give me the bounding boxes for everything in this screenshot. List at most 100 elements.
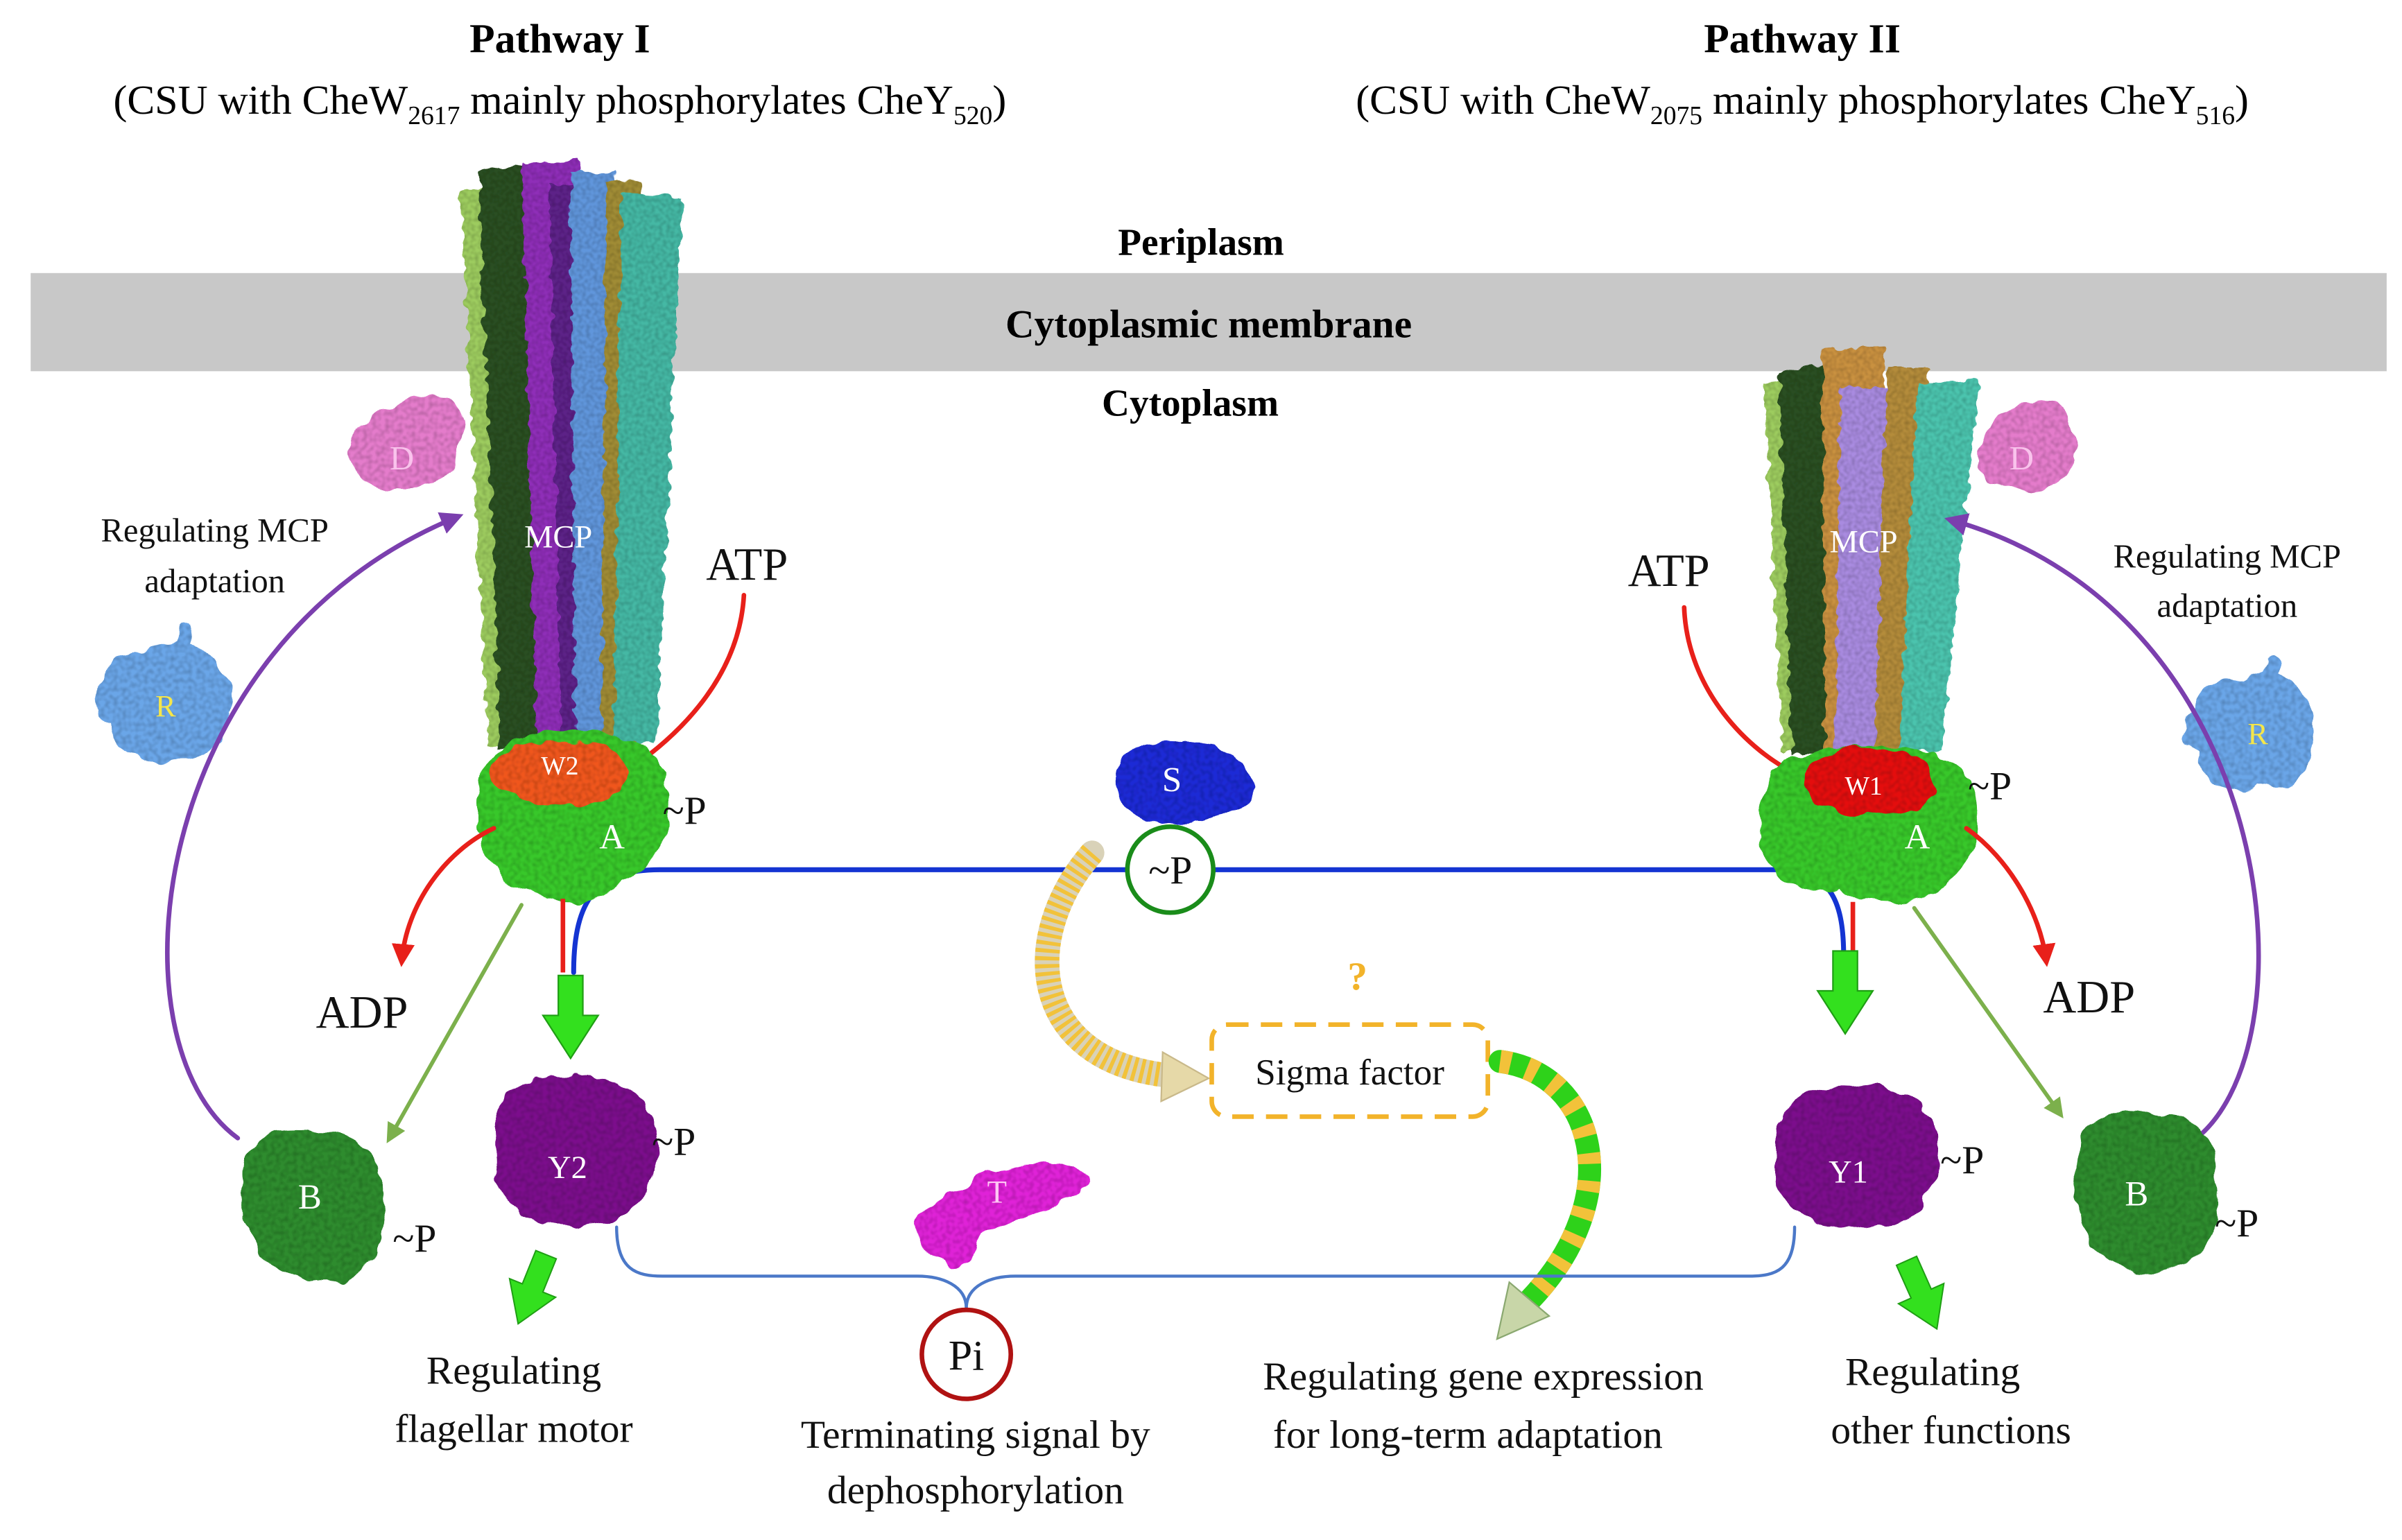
mcp-bundle-right (1763, 346, 1979, 758)
right-adaptation-label-line-2: adaptation (2157, 587, 2298, 624)
pathway-2-chew-subscript: 2075 (1650, 101, 1702, 130)
chey-y1-label: Y1 (1829, 1155, 1868, 1191)
atp-right-arrow (1682, 605, 1800, 777)
pathway-2-chey-subscript: 516 (2196, 101, 2235, 130)
pathway-1-subtitle: (CSU with CheW2617 mainly phosphorylates… (114, 77, 1007, 130)
pathway-2-subtitle: (CSU with CheW2075 mainly phosphorylates… (1356, 77, 2249, 130)
flagellar-motor-label-line-2: flagellar motor (395, 1407, 632, 1451)
dephospho-left-line (615, 1225, 968, 1310)
t-protein (917, 1163, 1092, 1267)
chea-right-phospho: ~P (1968, 765, 2012, 808)
adp-left-arrow (391, 826, 496, 967)
s-phospho-circle (1125, 824, 1216, 915)
chey-y2-phospho: ~P (652, 1121, 695, 1164)
pi-label: Pi (949, 1332, 985, 1379)
chew-left-protein (493, 742, 627, 806)
cheb-left-label: B (298, 1178, 322, 1217)
other-functions-label-line-2: other functions (1831, 1409, 2071, 1453)
pathway-1-chew-subscript: 2617 (408, 101, 460, 130)
green-arrow-other-functions (1895, 1255, 1945, 1331)
s-protein (1116, 741, 1258, 824)
pathway-1-header: Pathway I (CSU with CheW2617 mainly phos… (114, 15, 1007, 130)
cheb-left-protein (241, 1130, 385, 1283)
periplasm-label: Periplasm (1118, 220, 1284, 263)
s-to-sigma-arrowhead (1160, 1050, 1211, 1103)
chea-left-label: A (599, 817, 625, 856)
left-adaptation-label-line-1: Regulating MCP (101, 512, 328, 549)
mcp-left-strand-7 (613, 193, 683, 743)
pathway-1-subtitle-suffix: ) (992, 77, 1006, 123)
t-protein-label: T (987, 1175, 1007, 1210)
mcp-left-label: MCP (524, 520, 592, 555)
adaptation-left-arrow (165, 512, 464, 1141)
mcp-bundle-left (460, 159, 683, 749)
s-to-sigma-hatched-arrow (1035, 840, 1211, 1103)
pi-circle (919, 1307, 1014, 1401)
pathway-1-subtitle-prefix: (CSU with CheW (114, 77, 408, 123)
pathway-2-subtitle-suffix: ) (2235, 77, 2249, 123)
chew-right-label: W1 (1844, 772, 1882, 801)
green-arrow-to-y1 (1816, 950, 1874, 1036)
adp-right-label: ADP (2043, 972, 2135, 1023)
chea-to-cheb-right-arrow (1912, 906, 2064, 1119)
dephosphorylation-label-line-1: Terminating signal by (801, 1413, 1150, 1457)
atp-right-label: ATP (1628, 546, 1710, 596)
pathway-1-subtitle-middle: mainly phosphorylates CheY (460, 77, 953, 123)
chea-right-label: A (1905, 817, 1930, 856)
green-arrow-to-y2 (542, 974, 600, 1060)
dephosphorylation-label-line-2: dephosphorylation (827, 1469, 1124, 1512)
pathway-1-title: Pathway I (469, 15, 650, 61)
mcp-right-strand-2 (1779, 365, 1835, 755)
atp-left-arrow (639, 593, 747, 763)
chew-left-label: W2 (541, 752, 578, 781)
s-phospho-label: ~P (1148, 849, 1192, 892)
ched-left-label: D (390, 440, 414, 477)
chew-right-protein (1806, 747, 1936, 815)
sigma-arrowhead (1496, 1281, 1551, 1341)
sigma-question-mark: ? (1347, 955, 1367, 998)
sigma-arrow-stripes (1498, 1050, 1601, 1309)
sigma-factor-label: Sigma factor (1255, 1053, 1444, 1093)
cheb-right-phospho: ~P (2215, 1202, 2258, 1245)
ched-right-label: D (2010, 440, 2034, 477)
ched-right-protein (1978, 401, 2077, 490)
chea-to-cheb-left-arrow (386, 903, 524, 1143)
cher-right-label: R (2247, 717, 2268, 751)
cheb-right-protein (2074, 1112, 2219, 1272)
pathway-2-title: Pathway II (1704, 15, 1901, 61)
flagellar-motor-label-line-1: Regulating (426, 1349, 601, 1392)
chey-y2-label: Y2 (548, 1150, 587, 1186)
cher-left-label: R (155, 689, 176, 723)
pathway-2-header: Pathway II (CSU with CheW2075 mainly pho… (1356, 15, 2249, 130)
sigma-factor-box (1209, 1022, 1490, 1119)
sigma-arrow-body (1488, 1050, 1601, 1313)
s-to-sigma-arrow-hatching (1035, 845, 1168, 1088)
gene-expression-label-line-1: Regulating gene expression (1263, 1355, 1704, 1399)
pathway-2-subtitle-prefix: (CSU with CheW (1356, 77, 1650, 123)
adp-left-label: ADP (316, 987, 408, 1038)
mcp-right-label: MCP (1830, 524, 1898, 560)
cytoplasm-label: Cytoplasm (1102, 382, 1279, 424)
s-protein-label: S (1162, 761, 1182, 799)
atp-left-label: ATP (706, 539, 788, 590)
chea-left-phospho: ~P (663, 789, 707, 833)
cheb-right-label: B (2125, 1175, 2148, 1214)
adaptation-right-arrow (1944, 513, 2261, 1145)
ched-left-protein (348, 395, 463, 490)
cheb-left-phospho: ~P (392, 1217, 436, 1261)
membrane-band (31, 272, 2387, 372)
other-functions-label-line-1: Regulating (1845, 1351, 2020, 1394)
chey-y2-protein (493, 1075, 657, 1226)
left-adaptation-label-line-2: adaptation (144, 562, 285, 600)
chey-y1-phospho: ~P (1940, 1139, 1984, 1182)
green-arrow-flagellar-motor (508, 1249, 558, 1325)
s-signal-line (571, 867, 1847, 976)
pathway-1-chey-subscript: 520 (953, 101, 992, 130)
chey-y1-protein (1775, 1084, 1937, 1229)
right-adaptation-label-line-1: Regulating MCP (2114, 538, 2341, 576)
mcp-right-strand-6 (1899, 380, 1979, 752)
membrane-label: Cytoplasmic membrane (1005, 303, 1412, 347)
cher-left-protein (96, 625, 230, 763)
sigma-to-gene-expression-arrow (1488, 1050, 1601, 1341)
